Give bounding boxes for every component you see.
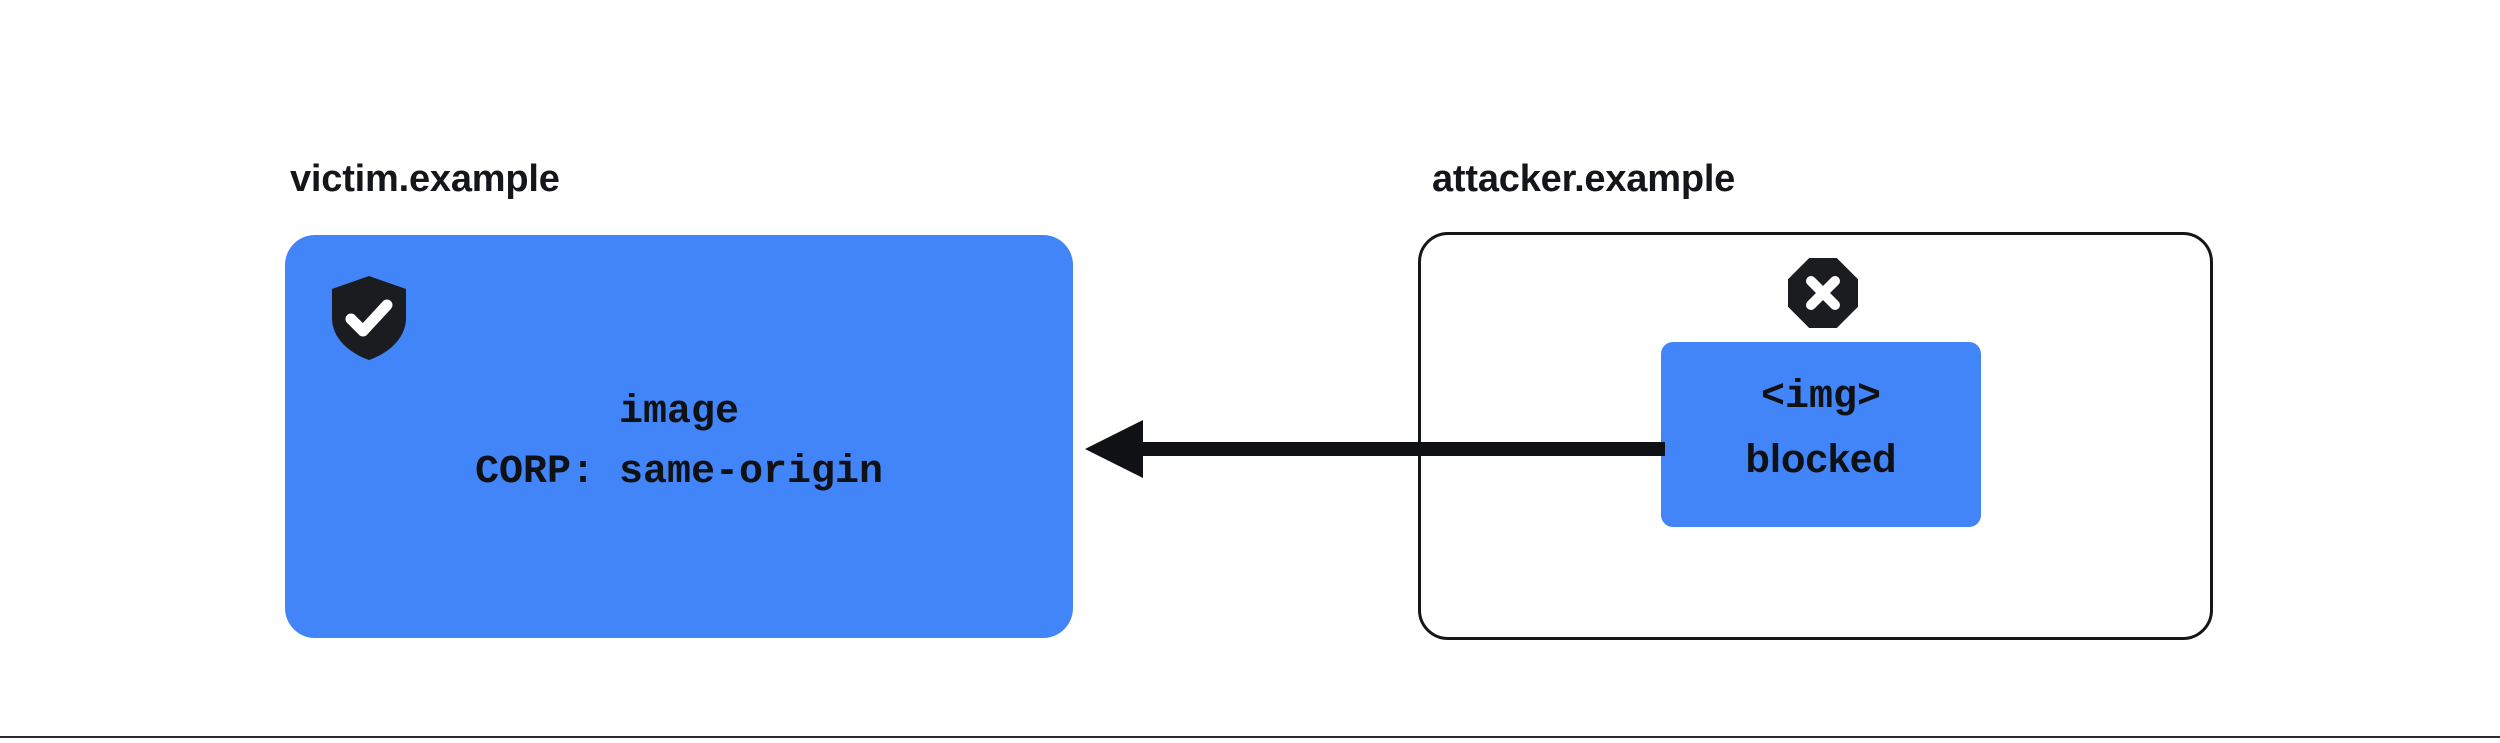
- attacker-origin-panel: <img> blocked: [1418, 232, 2213, 640]
- cross-origin-request-arrow: [1085, 418, 1665, 480]
- attacker-origin-label: attacker.example: [1432, 158, 1736, 200]
- img-tag-label: <img>: [1760, 375, 1882, 420]
- victim-resource-name: image: [618, 390, 740, 435]
- victim-origin-label: victim.example: [290, 158, 560, 200]
- blocked-image-element: <img> blocked: [1661, 342, 1981, 527]
- img-status-label: blocked: [1745, 437, 1897, 481]
- page-bottom-divider: [0, 736, 2500, 738]
- victim-origin-panel: image CORP: same-origin: [285, 235, 1073, 638]
- octagon-x-icon: [1787, 257, 1859, 329]
- victim-corp-header: CORP: same-origin: [474, 450, 884, 495]
- shield-check-icon: [330, 275, 408, 361]
